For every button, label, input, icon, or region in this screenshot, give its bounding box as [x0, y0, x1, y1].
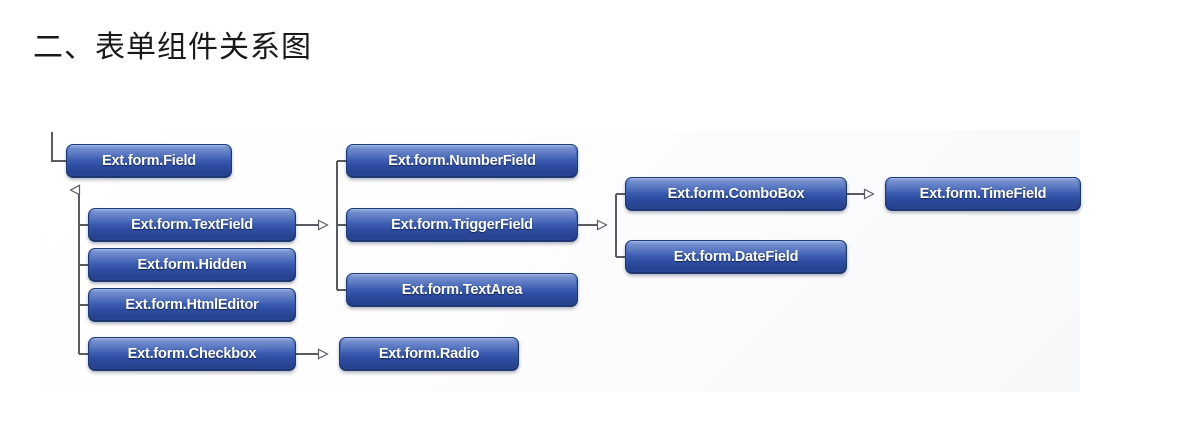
node-ext-form-radio[interactable]: Ext.form.Radio: [339, 337, 519, 371]
node-label: Ext.form.HtmlEditor: [125, 297, 259, 313]
node-label: Ext.form.Radio: [378, 346, 480, 362]
page-title: 二、表单组件关系图: [33, 31, 312, 64]
node-label: Ext.form.TimeField: [919, 186, 1047, 202]
node-label: Ext.form.TextField: [131, 217, 253, 233]
node-ext-form-checkbox[interactable]: Ext.form.Checkbox: [88, 337, 296, 371]
node-label: Ext.form.NumberField: [388, 153, 536, 169]
node-ext-form-field[interactable]: Ext.form.Field: [66, 144, 232, 178]
node-ext-form-triggerfield[interactable]: Ext.form.TriggerField: [346, 208, 578, 242]
node-label: Ext.form.DateField: [673, 249, 799, 265]
node-label: Ext.form.Hidden: [137, 257, 247, 273]
node-label: Ext.form.TriggerField: [391, 217, 533, 233]
node-ext-form-hidden[interactable]: Ext.form.Hidden: [88, 248, 296, 282]
node-ext-form-datefield[interactable]: Ext.form.DateField: [625, 240, 847, 274]
node-label: Ext.form.ComboBox: [667, 186, 805, 202]
node-ext-form-textfield[interactable]: Ext.form.TextField: [88, 208, 296, 242]
node-ext-form-htmleditor[interactable]: Ext.form.HtmlEditor: [88, 288, 296, 322]
node-ext-form-combobox[interactable]: Ext.form.ComboBox: [625, 177, 847, 211]
diagram-connectors: [51, 132, 1180, 408]
node-ext-form-timefield[interactable]: Ext.form.TimeField: [885, 177, 1081, 211]
form-component-class-diagram: Ext.form.Field Ext.form.TextField Ext.fo…: [0, 118, 1180, 408]
node-label: Ext.form.Checkbox: [127, 346, 257, 362]
node-ext-form-textarea[interactable]: Ext.form.TextArea: [346, 273, 578, 307]
node-label: Ext.form.Field: [102, 153, 196, 169]
node-ext-form-numberfield[interactable]: Ext.form.NumberField: [346, 144, 578, 178]
node-label: Ext.form.TextArea: [401, 282, 523, 298]
